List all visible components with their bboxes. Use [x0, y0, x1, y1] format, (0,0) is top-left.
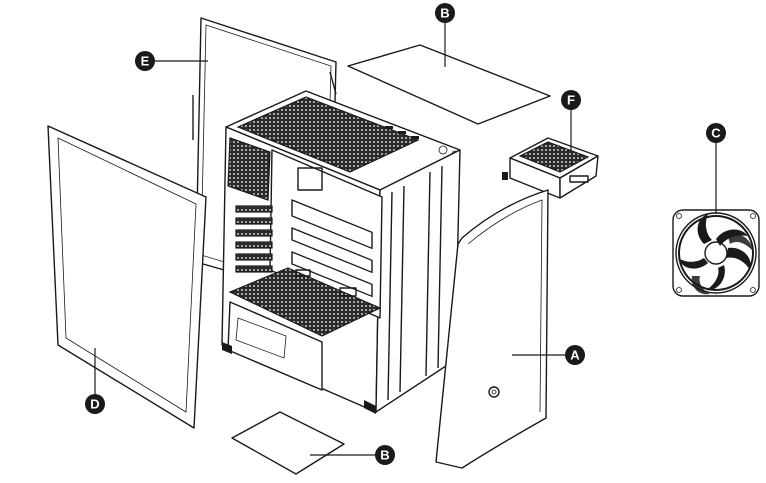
front-panel-a: [435, 189, 549, 469]
callout-b-bottom: B: [375, 445, 395, 465]
glass-panel-d: [47, 125, 207, 429]
callout-c: C: [706, 123, 726, 143]
chassis: [221, 90, 461, 414]
svg-text:B: B: [380, 448, 389, 463]
pci-slots: [235, 205, 273, 273]
callout-f: F: [561, 90, 581, 110]
svg-text:B: B: [440, 6, 449, 21]
drive-cage-f: [502, 137, 599, 199]
fan-c: [672, 209, 760, 297]
svg-text:C: C: [711, 126, 721, 141]
fan-blades-icon: [678, 214, 752, 295]
svg-text:F: F: [567, 93, 575, 108]
dust-filter-top: [347, 44, 551, 125]
svg-text:A: A: [570, 348, 580, 363]
svg-text:E: E: [141, 54, 150, 69]
dust-filter-bottom: [231, 411, 345, 475]
callout-b-top: B: [435, 3, 455, 23]
callout-e: E: [135, 51, 155, 71]
svg-text:D: D: [90, 397, 99, 412]
callout-a: A: [565, 345, 585, 365]
callout-d: D: [85, 394, 105, 414]
